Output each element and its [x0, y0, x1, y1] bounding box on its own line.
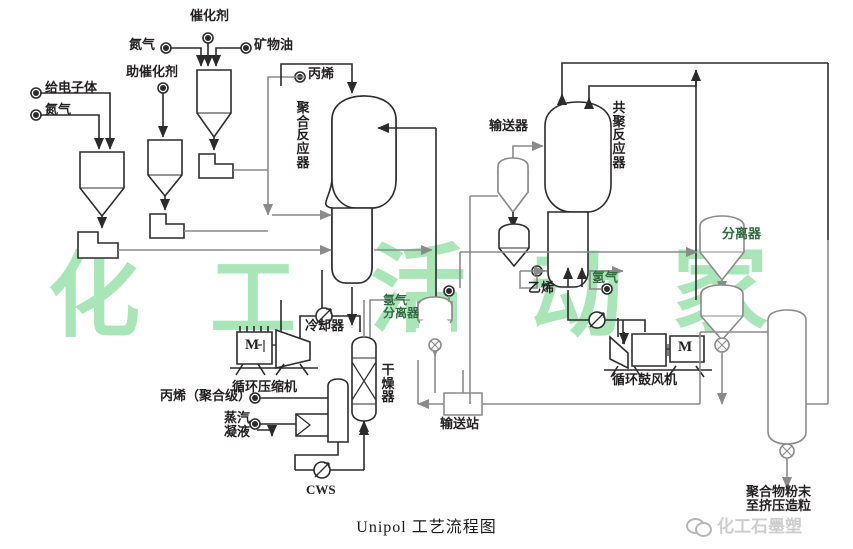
feed-label-steam-condensate: 蒸汽 凝液 — [224, 412, 250, 439]
outlet-line-1: 聚合物粉末 — [746, 485, 812, 500]
feed-label-cocatalyst: 助催化剂 — [126, 65, 179, 80]
feed-label-ethylene: 乙烯 — [528, 281, 555, 296]
equipment-label-separator-right: 分离器 — [722, 227, 762, 242]
feed-label-nitrogen-left: 氮气 — [45, 103, 72, 118]
equipment-label-copolymerization-reactor: 共聚反应器 — [612, 101, 626, 171]
feed-label-propylene: 丙烯 — [308, 67, 335, 82]
equipment-label-dryer: 干燥器 — [381, 363, 395, 406]
steam-line-2: 凝液 — [224, 424, 251, 440]
diagram-title: Unipol 工艺流程图 — [356, 519, 497, 536]
feed-label-electron-donor: 给电子体 — [45, 81, 98, 96]
equipment-label-polymerization-reactor: 聚合反应器 — [296, 101, 310, 171]
feed-label-mineral-oil: 矿物油 — [254, 38, 294, 53]
footer-text: 化工石墨塑 — [717, 517, 802, 537]
equipment-label-motor-right: M — [678, 339, 693, 355]
feed-nozzle-group — [30, 32, 613, 430]
footer-watermark: 化工石墨塑 — [686, 512, 802, 537]
equipment-label-recycle-blower: 循环鼓风机 — [612, 373, 678, 388]
equipment-label-cooler: 冷却器 — [305, 319, 345, 334]
feed-label-hydrogen-right: 氢气 — [592, 271, 619, 286]
feed-label-catalyst: 催化剂 — [190, 9, 230, 24]
h2-sep-line-2: 分离器 — [383, 305, 420, 320]
outlet-label-polymer-powder: 聚合物粉末 至挤压造粒 — [746, 486, 811, 513]
outlet-line-2: 至挤压造粒 — [746, 498, 812, 514]
equipment-label-recycle-compressor: 循环压缩机 — [232, 380, 298, 395]
feed-label-propylene-polymer-grade: 丙烯（聚合级） — [160, 389, 252, 404]
equipment-label-motor-left: M — [245, 337, 260, 353]
h2-sep-line-1: 氢气 — [383, 293, 408, 307]
equipment-label-conveyor: 输送器 — [489, 119, 529, 134]
wechat-icon — [686, 516, 712, 537]
equipment-label-hydrogen-separator: 氢气 分离器 — [383, 294, 419, 319]
equipment-label-transport-station: 输送站 — [440, 417, 480, 432]
equipment-label-cws: CWS — [306, 482, 336, 497]
steam-line-1: 蒸汽 — [224, 411, 251, 426]
feed-label-nitrogen-top: 氮气 — [129, 38, 156, 53]
